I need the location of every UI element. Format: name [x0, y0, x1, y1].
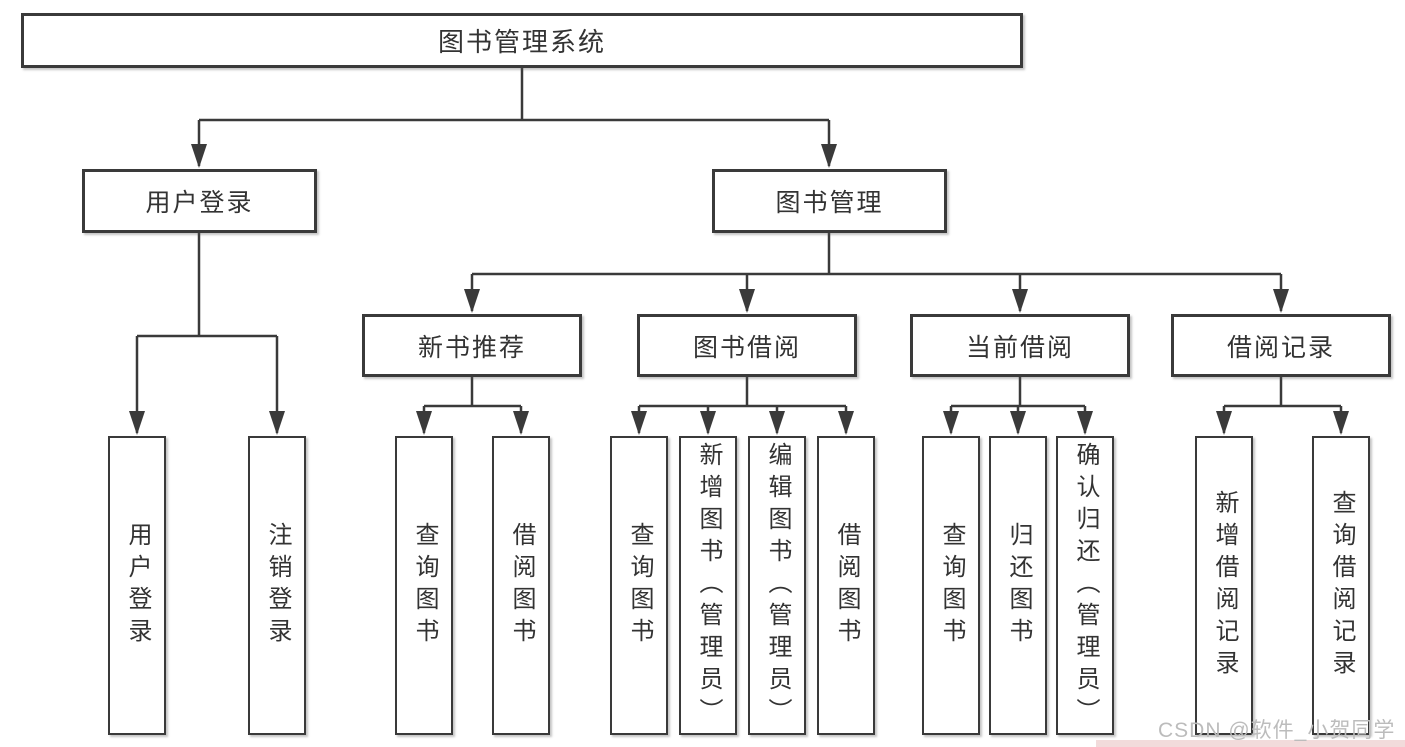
leaf-confirm-return-admin: 确认归还（管理员） [1056, 436, 1114, 735]
node-book-borrow-label: 图书借阅 [692, 333, 801, 362]
leaf-user-login: 用户登录 [108, 436, 166, 735]
leaf-query-borrow-record-label: 查询借阅记录 [1328, 489, 1355, 682]
leaf-query-books-current-label: 查询图书 [938, 521, 965, 650]
leaf-query-books-borrow-label: 查询图书 [626, 521, 653, 650]
leaf-logout-label: 注销登录 [264, 521, 291, 650]
node-new-book-recommend-label: 新书推荐 [417, 333, 526, 362]
leaf-return-book-label: 归还图书 [1005, 521, 1032, 650]
leaf-query-books-recommend: 查询图书 [395, 436, 453, 735]
node-borrow-records: 借阅记录 [1171, 314, 1391, 377]
leaf-logout: 注销登录 [248, 436, 306, 735]
node-library-system: 图书管理系统 [21, 13, 1023, 68]
watermark-strip [1096, 740, 1405, 747]
leaf-add-book-admin: 新增图书（管理员） [679, 436, 737, 735]
watermark-text: CSDN @软件_小贺同学 [1158, 719, 1396, 742]
node-user-login: 用户登录 [82, 169, 317, 233]
leaf-return-book: 归还图书 [989, 436, 1047, 735]
node-library-system-label: 图书管理系统 [437, 27, 606, 57]
leaf-borrow-books: 借阅图书 [817, 436, 875, 735]
leaf-query-borrow-record: 查询借阅记录 [1312, 436, 1370, 735]
leaf-add-borrow-record-label: 新增借阅记录 [1211, 489, 1238, 682]
leaf-user-login-label: 用户登录 [124, 521, 151, 650]
leaf-edit-book-admin: 编辑图书（管理员） [748, 436, 806, 735]
node-current-borrow: 当前借阅 [910, 314, 1130, 377]
leaf-query-books-current: 查询图书 [922, 436, 980, 735]
node-new-book-recommend: 新书推荐 [362, 314, 582, 377]
leaf-add-borrow-record: 新增借阅记录 [1195, 436, 1253, 735]
leaf-query-books-recommend-label: 查询图书 [411, 521, 438, 650]
node-user-login-label: 用户登录 [145, 189, 254, 217]
leaf-edit-book-admin-label: 编辑图书（管理员） [764, 441, 791, 730]
node-book-borrow: 图书借阅 [637, 314, 857, 377]
leaf-query-books-borrow: 查询图书 [610, 436, 668, 735]
node-borrow-records-label: 借阅记录 [1226, 333, 1335, 362]
leaf-borrow-books-recommend-label: 借阅图书 [508, 521, 535, 650]
node-current-borrow-label: 当前借阅 [965, 333, 1074, 362]
leaf-borrow-books-recommend: 借阅图书 [492, 436, 550, 735]
leaf-borrow-books-label: 借阅图书 [833, 521, 860, 650]
node-book-management-label: 图书管理 [775, 189, 884, 217]
leaf-add-book-admin-label: 新增图书（管理员） [695, 441, 722, 730]
node-book-management: 图书管理 [712, 169, 947, 233]
leaf-confirm-return-admin-label: 确认归还（管理员） [1072, 441, 1099, 730]
